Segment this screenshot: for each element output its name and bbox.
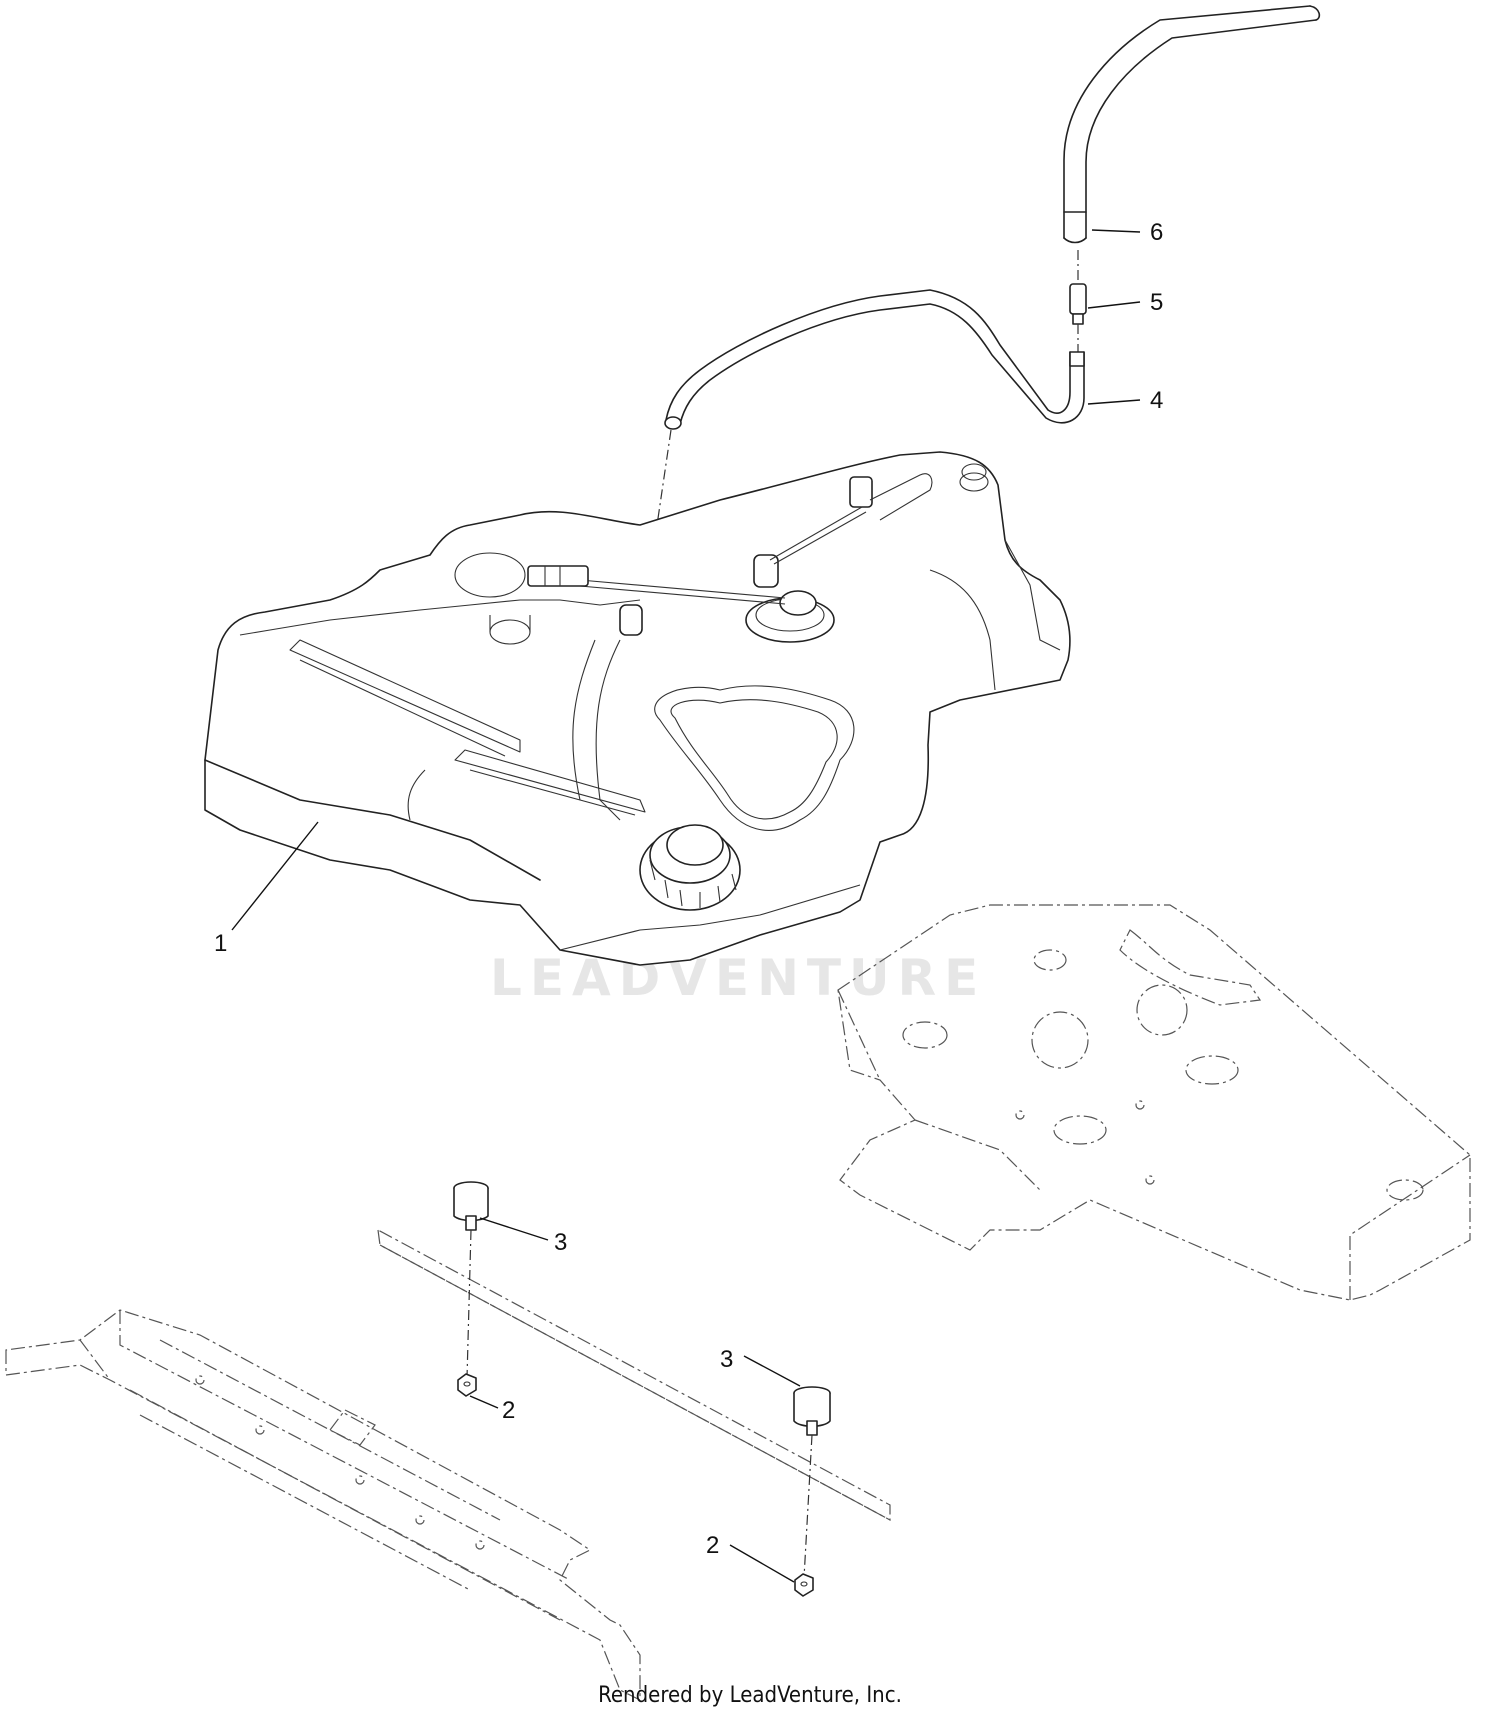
part-3-bumper-a xyxy=(453,1181,489,1379)
part-5-fitting xyxy=(1069,250,1087,352)
part-3-bumper-b xyxy=(793,1386,831,1579)
leader-5 xyxy=(1087,301,1141,309)
leader-6 xyxy=(1091,229,1141,233)
leader-1 xyxy=(231,821,319,931)
callout-2a: 2 xyxy=(502,1397,515,1424)
callout-6: 6 xyxy=(1150,219,1163,246)
leader-3a xyxy=(479,1217,549,1241)
part-1-fuel-tank xyxy=(204,451,1071,966)
watermark-logo: LEADVENTURE xyxy=(490,949,986,1007)
callout-3a: 3 xyxy=(554,1229,567,1256)
leader-3b xyxy=(743,1355,801,1387)
callout-3b: 3 xyxy=(720,1346,733,1373)
callout-4: 4 xyxy=(1150,387,1163,414)
mounting-plate-right xyxy=(837,904,1471,1301)
cross-bar-center xyxy=(377,1228,891,1522)
part-4-fuel-line xyxy=(645,289,1085,601)
leader-4 xyxy=(1087,399,1141,405)
callout-1: 1 xyxy=(214,930,227,957)
frame-rail-left xyxy=(5,1309,641,1701)
part-6-vent-hose xyxy=(1063,5,1321,244)
leader-2b xyxy=(729,1544,795,1583)
part-2-nut-a xyxy=(457,1373,477,1397)
leader-2a xyxy=(469,1395,499,1409)
footer-credit: Rendered by LeadVenture, Inc. xyxy=(598,1683,902,1708)
callout-2b: 2 xyxy=(706,1532,719,1559)
callout-5: 5 xyxy=(1150,289,1163,316)
part-2-nut-b xyxy=(794,1573,814,1597)
